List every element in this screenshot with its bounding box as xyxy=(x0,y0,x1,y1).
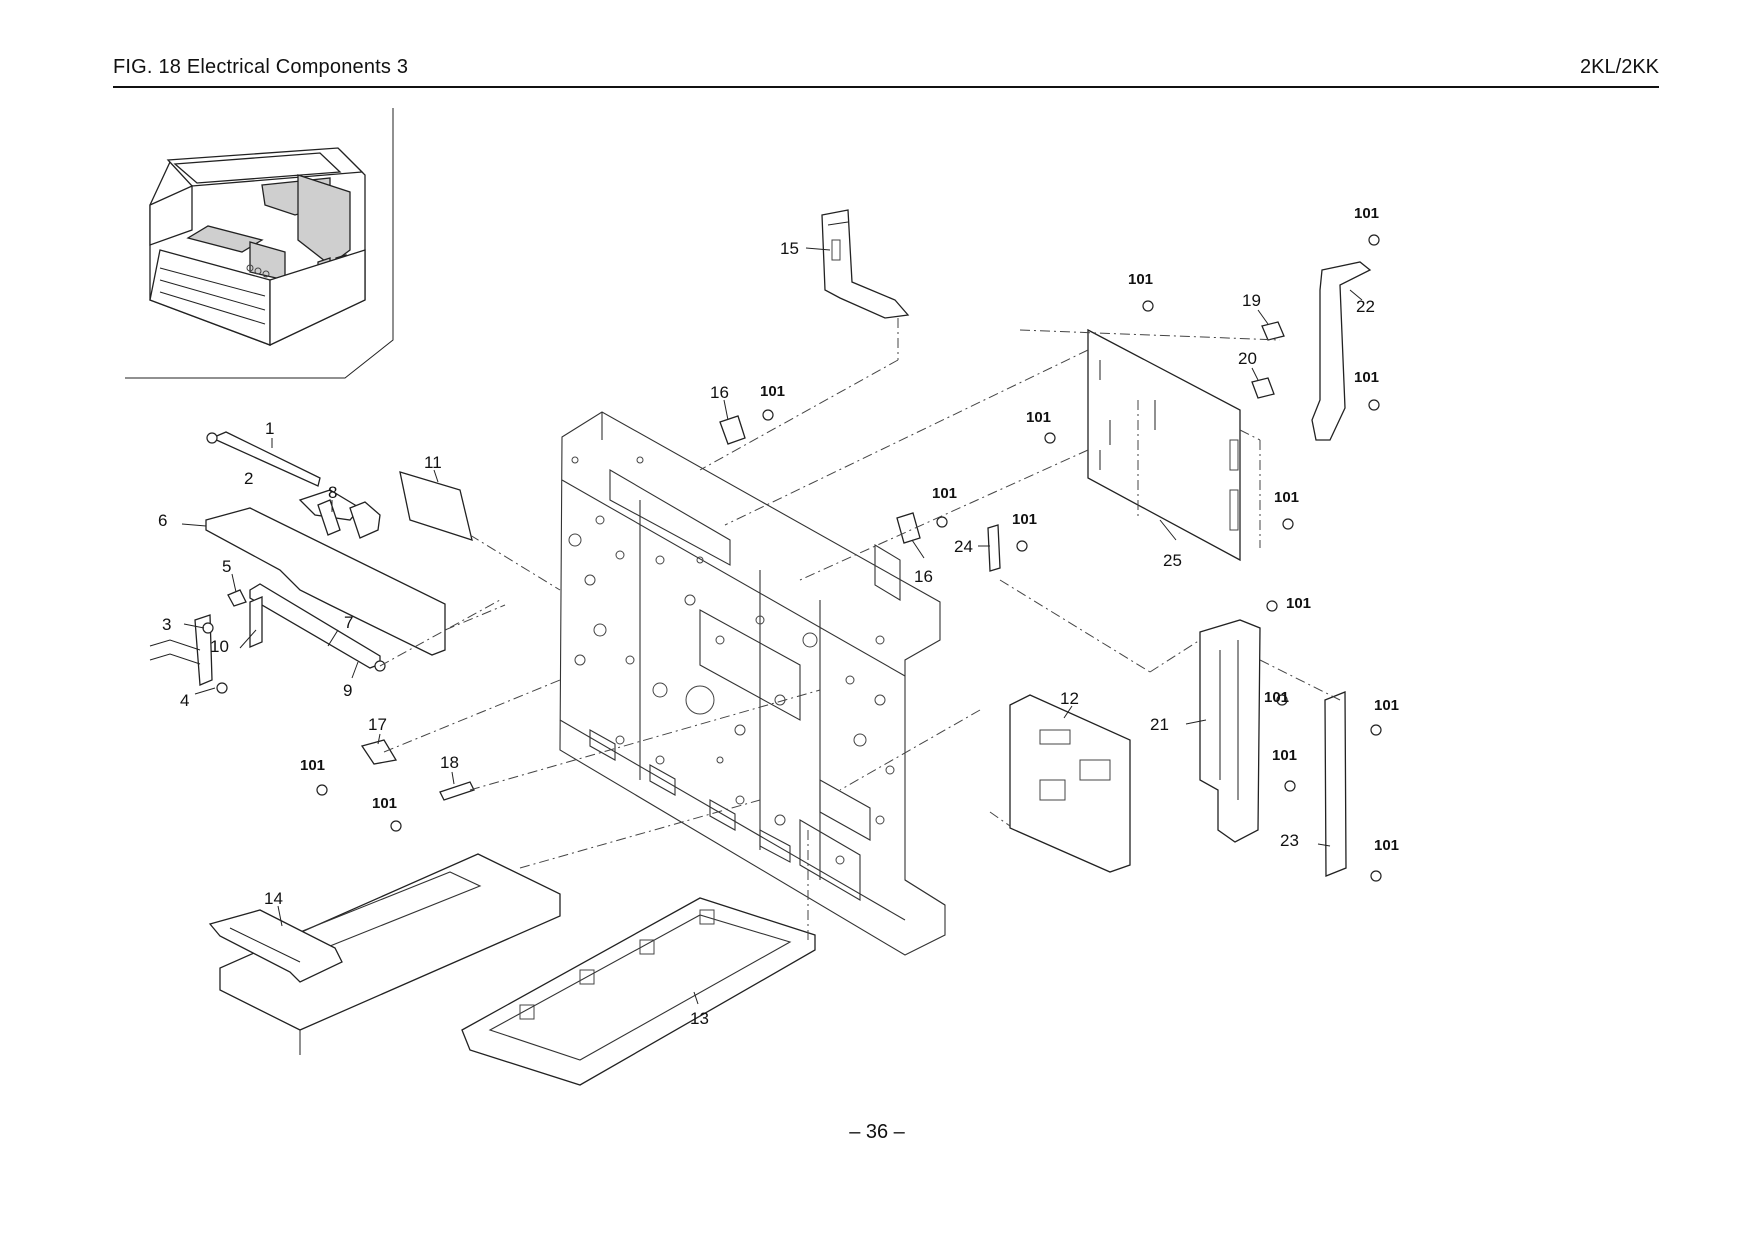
screw-icon xyxy=(1266,600,1278,612)
part-16-bracket-mid xyxy=(896,512,948,544)
screw-label-101: 101 xyxy=(1026,409,1051,426)
callout-18: 18 xyxy=(440,753,459,772)
screw-label-101: 101 xyxy=(1264,689,1289,706)
screw-icon xyxy=(1370,870,1382,882)
callout-16-top: 16 xyxy=(710,383,729,402)
callout-16-mid: 16 xyxy=(914,567,933,586)
callout-17: 17 xyxy=(368,715,387,734)
part-11-sheet xyxy=(399,471,473,541)
screw-icon xyxy=(1044,432,1056,444)
figure-title: FIG. 18 Electrical Components 3 xyxy=(113,56,409,78)
callout-6: 6 xyxy=(158,511,167,530)
callout-5: 5 xyxy=(222,557,231,576)
part-21-bracket xyxy=(1199,600,1296,843)
callout-11: 11 xyxy=(424,453,442,472)
part-1-rod xyxy=(210,431,321,487)
screw-label-101: 101 xyxy=(300,757,325,774)
screw-label-101: 101 xyxy=(932,485,957,502)
callout-19: 19 xyxy=(1242,291,1261,310)
screw-icon xyxy=(1142,300,1154,312)
screw-label-101: 101 xyxy=(1374,697,1399,714)
part-13-bottom-frame xyxy=(461,830,816,1086)
part-15-bracket xyxy=(699,209,910,471)
screw-icon xyxy=(390,820,402,832)
part-22-bracket xyxy=(1311,234,1380,441)
part-19-connector xyxy=(1261,321,1285,341)
screw-icon xyxy=(936,516,948,528)
screw-icon xyxy=(316,784,328,796)
callout-12: 12 xyxy=(1060,689,1079,708)
callout-2: 2 xyxy=(244,469,253,488)
callout-leaders xyxy=(181,247,1363,1005)
callout-22: 22 xyxy=(1356,297,1375,316)
screw-icon xyxy=(1016,540,1028,552)
screw-label-101: 101 xyxy=(1274,489,1299,506)
screw-icon xyxy=(1368,399,1380,411)
screw-label-101: 101 xyxy=(1012,511,1037,528)
header-rule xyxy=(113,86,1659,88)
part-25-circuit-board xyxy=(1044,300,1294,562)
screw-label-101: 101 xyxy=(1128,271,1153,288)
callout-4: 4 xyxy=(180,691,189,710)
callout-13: 13 xyxy=(690,1009,709,1028)
inset-copier-overview xyxy=(125,108,394,379)
part-8-spring xyxy=(317,499,341,536)
callout-7: 7 xyxy=(344,613,353,632)
screw-label-101: 101 xyxy=(1286,595,1311,612)
callout-21: 21 xyxy=(1150,715,1169,734)
inset-border xyxy=(125,108,394,379)
copier-illustration xyxy=(149,147,366,347)
left-assembly xyxy=(149,431,561,694)
screw-icon xyxy=(1370,724,1382,736)
callout-23: 23 xyxy=(1280,831,1299,850)
callout-14: 14 xyxy=(264,889,283,908)
part-14-tray xyxy=(208,909,343,983)
model-code: 2KL/2KK xyxy=(1580,56,1659,78)
part-5-sensor xyxy=(227,589,247,607)
part-24-plate xyxy=(987,524,1028,572)
screw-label-101: 101 xyxy=(1272,747,1297,764)
part-20-connector xyxy=(1251,377,1275,399)
part-23-cover-plate xyxy=(1324,691,1382,882)
screw-icon xyxy=(1284,780,1296,792)
callout-9: 9 xyxy=(343,681,352,700)
screw-label-101: 101 xyxy=(1354,205,1379,222)
assembly-guide-lines xyxy=(383,329,1341,791)
screw-icon xyxy=(762,409,774,421)
screw-101-labels: 101 101 101 101 101 101 101 101 101 101 … xyxy=(300,205,1399,854)
callout-8: 8 xyxy=(328,483,337,502)
screw-label-101: 101 xyxy=(372,795,397,812)
callout-3: 3 xyxy=(162,615,171,634)
callout-24: 24 xyxy=(954,537,973,556)
part-18-bracket xyxy=(390,781,475,832)
part-16-bracket-top xyxy=(719,409,774,445)
callout-20: 20 xyxy=(1238,349,1257,368)
screw-label-101: 101 xyxy=(1354,369,1379,386)
part-10-lever xyxy=(249,596,263,648)
screw-label-101: 101 xyxy=(760,383,785,400)
screw-icon xyxy=(1368,234,1380,246)
callout-labels: 1 2 3 4 5 6 7 8 9 10 11 12 13 14 15 16 1… xyxy=(158,239,1375,1028)
page-number: – 36 – xyxy=(849,1121,905,1143)
part-6-housing xyxy=(205,507,446,656)
callout-10: 10 xyxy=(210,637,229,656)
screw-icon xyxy=(1282,518,1294,530)
main-frame xyxy=(559,411,946,956)
callout-25: 25 xyxy=(1163,551,1182,570)
screw-icon xyxy=(1276,694,1288,706)
callout-15: 15 xyxy=(780,239,799,258)
screw-label-101: 101 xyxy=(1374,837,1399,854)
callout-1: 1 xyxy=(265,419,274,438)
part-12-panel xyxy=(989,694,1131,873)
part-17-bracket xyxy=(316,739,398,796)
